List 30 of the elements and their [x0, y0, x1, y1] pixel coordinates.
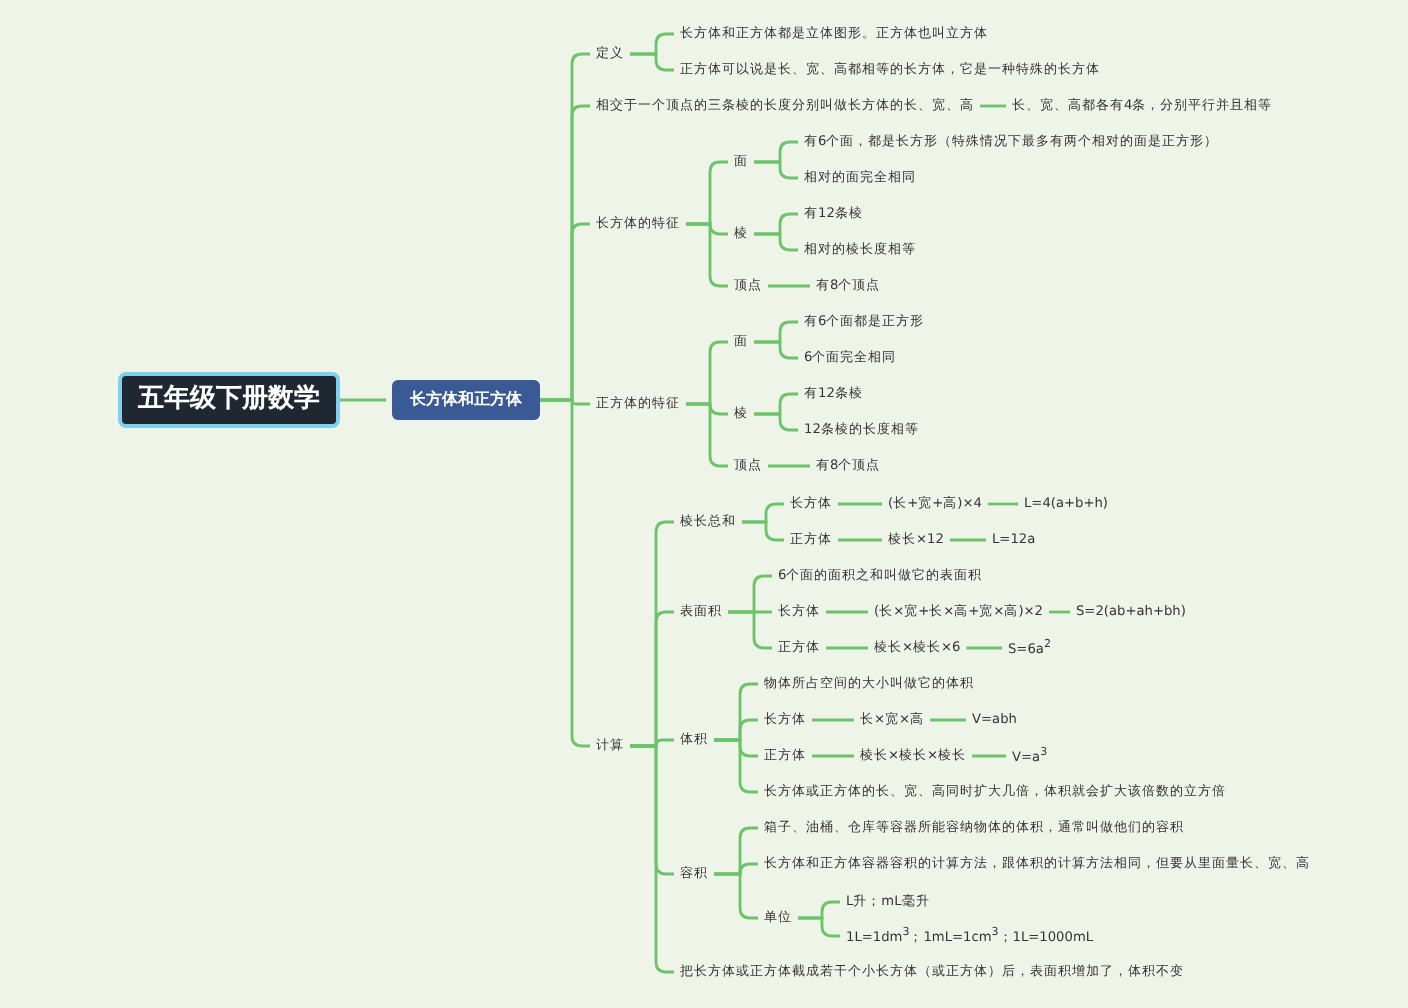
- connector: [768, 284, 810, 288]
- topic-box: 长方体和正方体: [392, 380, 540, 420]
- connector: [838, 502, 882, 506]
- connector: [838, 538, 882, 542]
- connector: [987, 502, 1018, 506]
- connector: [714, 738, 758, 794]
- connector: [340, 398, 386, 402]
- connector: [812, 754, 854, 758]
- connector: [714, 872, 758, 920]
- connector: [812, 718, 854, 722]
- connector: [768, 464, 810, 468]
- connector: [630, 52, 674, 72]
- connector: [754, 160, 798, 180]
- connector: [728, 610, 772, 650]
- connector: [966, 646, 1002, 650]
- root-box: 五年级下册数学: [118, 372, 340, 428]
- connector: [798, 916, 840, 938]
- connector: [686, 222, 728, 288]
- connector: [1049, 610, 1070, 614]
- connector: [826, 646, 868, 650]
- connector: [754, 232, 798, 252]
- connector: [980, 104, 1006, 108]
- connector: [949, 538, 986, 542]
- connector: [930, 718, 966, 722]
- connector: [826, 610, 868, 614]
- connector: [686, 402, 728, 468]
- connector: [972, 754, 1006, 758]
- connector: [742, 520, 784, 542]
- connector: [754, 340, 798, 360]
- connector: [754, 412, 798, 432]
